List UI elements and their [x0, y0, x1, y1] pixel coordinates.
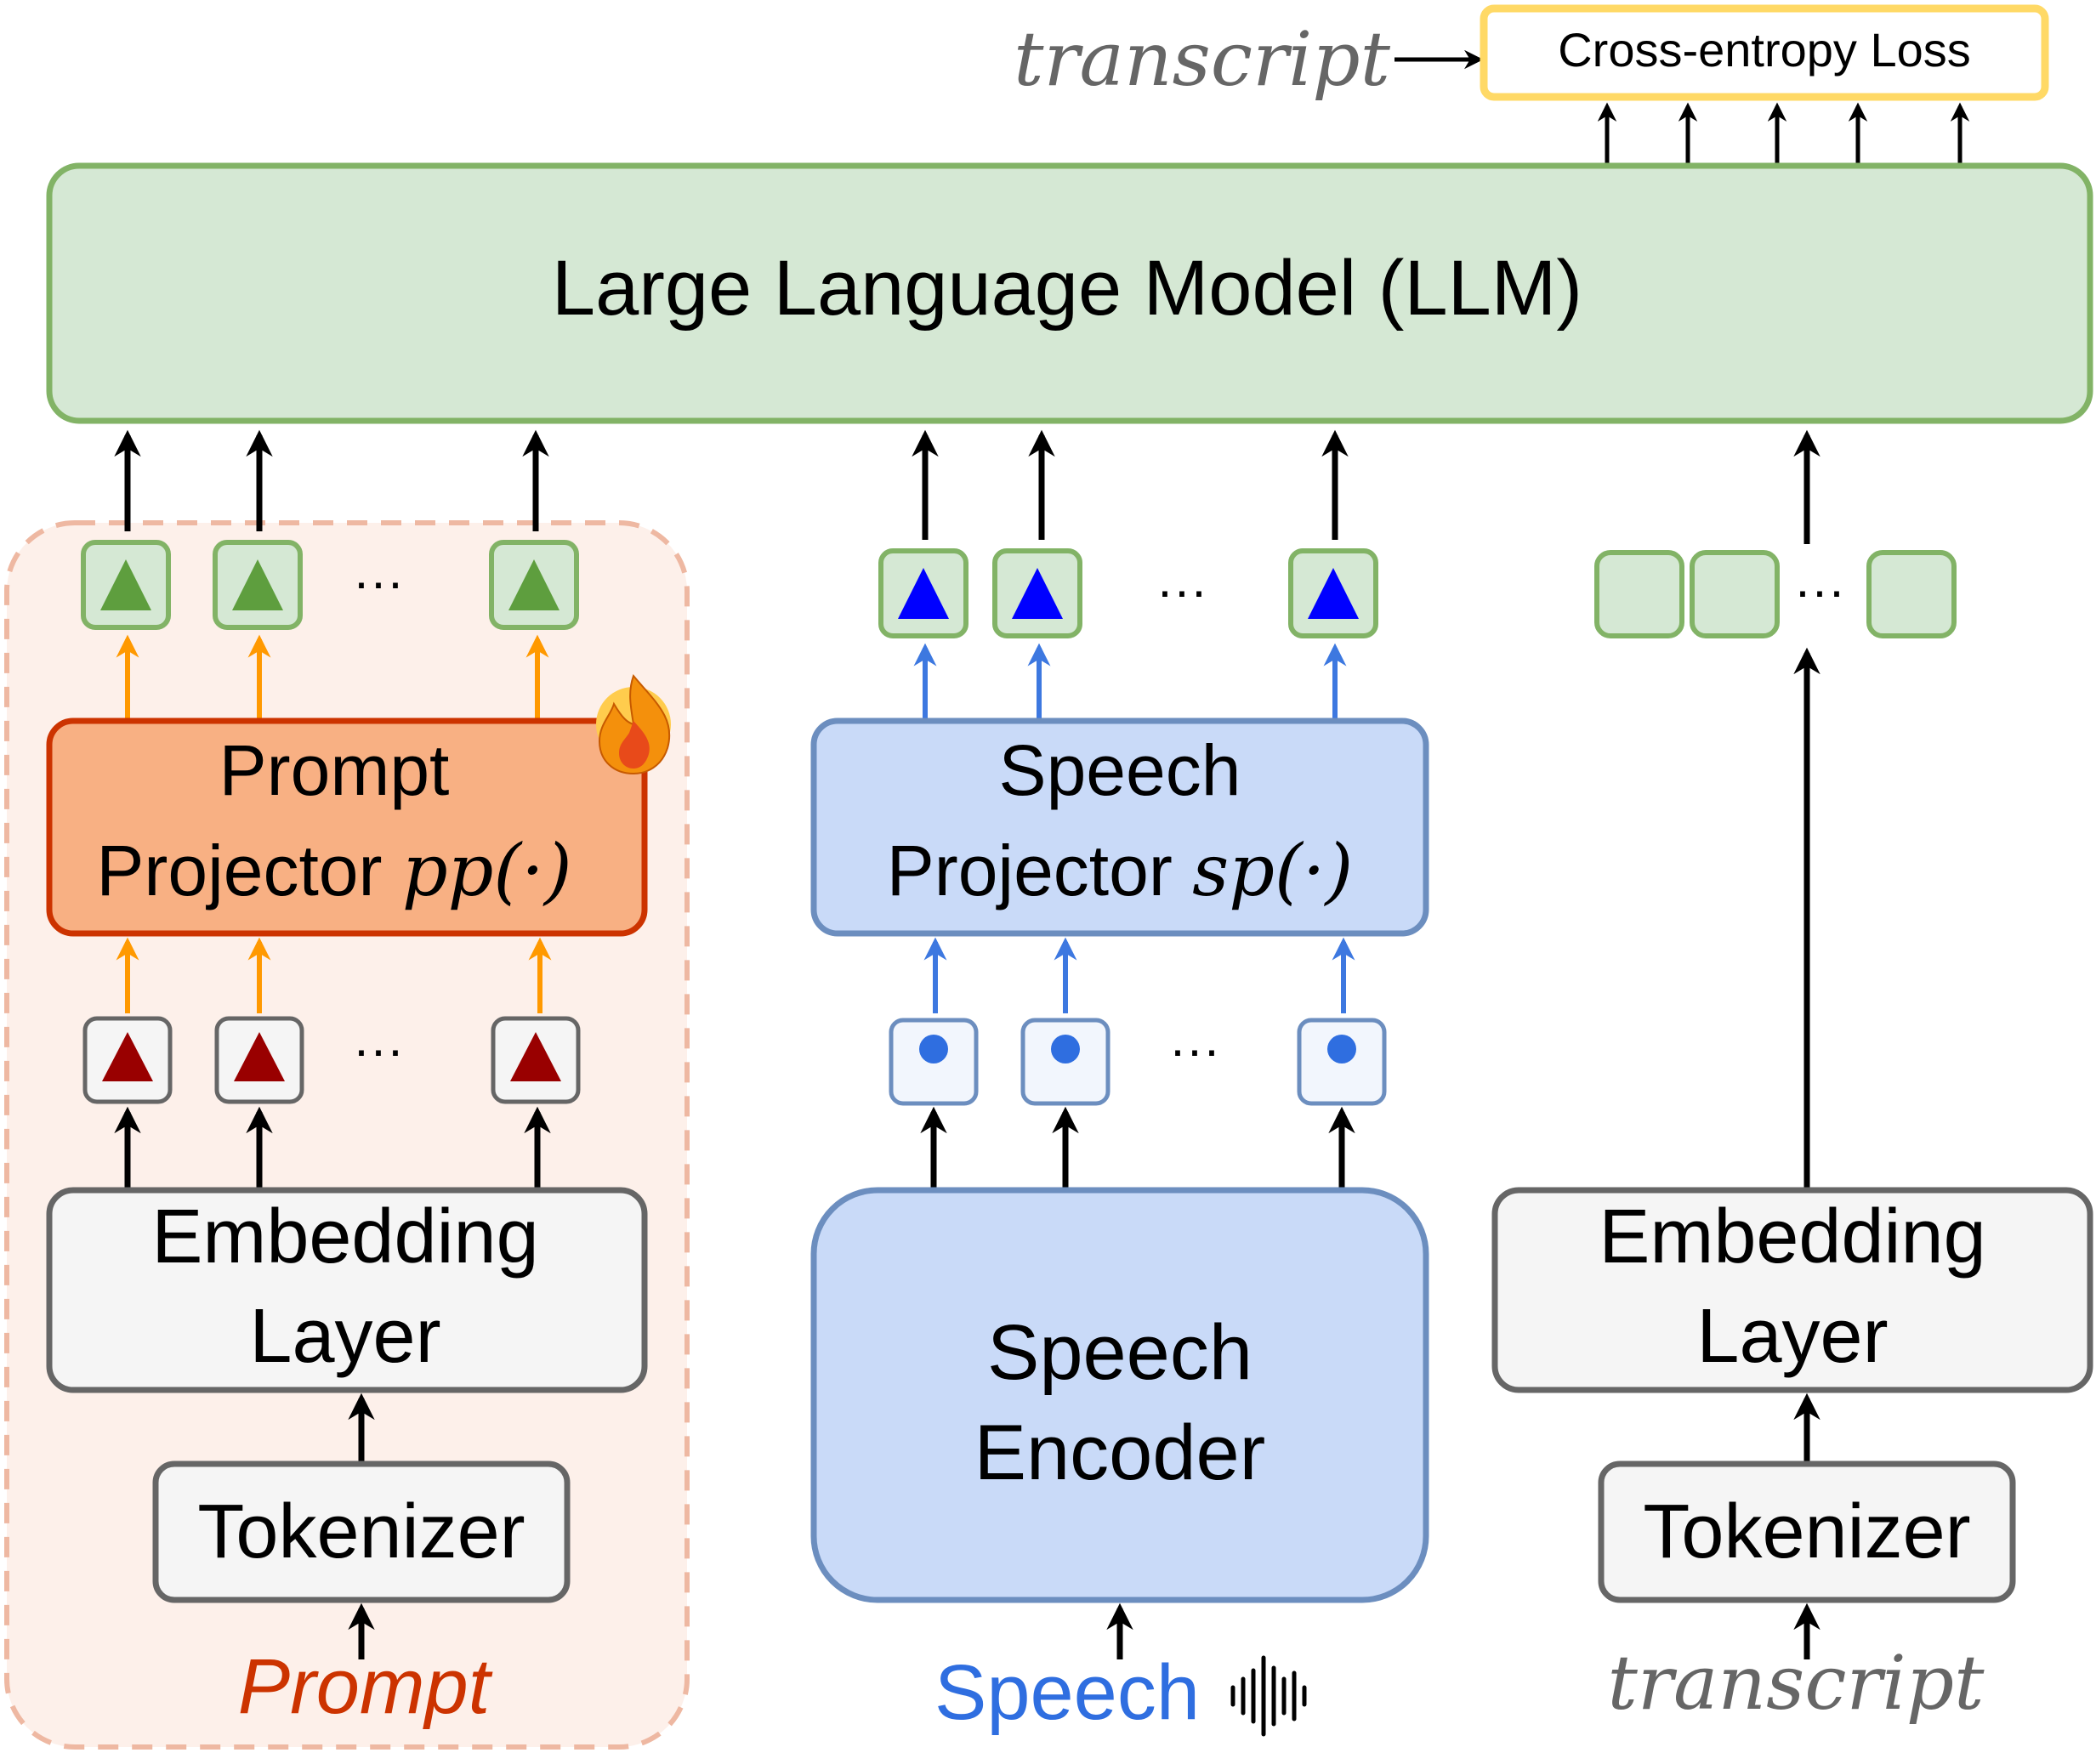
- prompt-projector-box: [46, 718, 648, 937]
- transcript-embedding-line1: Embedding: [1599, 1194, 1985, 1279]
- llm-label: Large Language Model (LLM): [552, 245, 1582, 332]
- prompt-projector-line1: Prompt: [219, 730, 450, 810]
- speech-input-label: Speech: [934, 1649, 1200, 1736]
- speech-encoder-token: [889, 1018, 979, 1106]
- prompt-to-llm-arrows: [114, 429, 549, 531]
- prompt-input-label: Prompt: [238, 1643, 493, 1730]
- prompt-output-token: [81, 540, 171, 630]
- speech-encoder-ellipsis: ···: [1169, 1021, 1220, 1078]
- loss-arrows: [1597, 102, 1970, 166]
- prompt-embedding-line2: Layer: [249, 1294, 440, 1379]
- transcript-embedding-token: [1866, 550, 1957, 638]
- prompt-projector-input-arrows: [116, 937, 552, 1013]
- prompt-output-token: [489, 540, 579, 630]
- speech-output-token: [878, 548, 968, 638]
- prompt-output-ellipsis: ···: [353, 553, 404, 610]
- transcript-tokenizer-box: [1598, 1461, 2016, 1603]
- prompt-projector-line2: Projector pp(·): [96, 829, 571, 912]
- prompt-projector-output-arrows: [116, 634, 549, 721]
- flame-icon: [596, 674, 671, 775]
- sound-wave-icon: [1230, 1655, 1307, 1737]
- prompt-embedding-token: [491, 1016, 581, 1104]
- prompt-embedding-output-arrows: [114, 1106, 551, 1190]
- transcript-embedding-ellipsis: ···: [1794, 562, 1845, 619]
- transcript-embedding-token: [1594, 550, 1684, 638]
- prompt-embedding-layer-box: [46, 1187, 648, 1393]
- speech-to-llm-arrows: [912, 429, 1349, 540]
- speech-output-token: [1288, 548, 1378, 638]
- prompt-embedding-line1: Embedding: [151, 1194, 538, 1279]
- transcript-embedding-token: [1690, 550, 1780, 638]
- prompt-tokenizer-label: Tokenizer: [197, 1489, 525, 1574]
- speech-projector-line1: Speech: [999, 730, 1241, 810]
- speech-projector-output-arrows: [913, 643, 1347, 721]
- prompt-output-token: [213, 540, 303, 630]
- speech-encoder-box: [810, 1187, 1429, 1603]
- speech-projector-input-arrows: [923, 937, 1355, 1013]
- llm-box: [46, 162, 2093, 424]
- speech-projector-box: [810, 718, 1429, 937]
- speech-encoder-output-arrows: [920, 1106, 1355, 1190]
- speech-encoder-token: [1297, 1018, 1387, 1106]
- transcript-input-label: transcript: [1608, 1639, 1985, 1727]
- loss-target-label: transcript: [1014, 15, 1391, 103]
- speech-encoder-line1: Speech: [987, 1309, 1252, 1396]
- speech-output-token: [992, 548, 1082, 638]
- prompt-tokenizer-box: [152, 1461, 571, 1603]
- speech-encoder-token: [1020, 1018, 1110, 1106]
- transcript-embedding-line2: Layer: [1696, 1294, 1888, 1379]
- speech-output-ellipsis: ···: [1156, 562, 1207, 619]
- cross-entropy-loss-box: [1480, 4, 2049, 101]
- prompt-embedding-token: [214, 1016, 304, 1104]
- speech-encoder-line2: Encoder: [974, 1409, 1266, 1496]
- cross-entropy-loss-label: Cross-entropy Loss: [1558, 23, 1971, 77]
- prompt-embedding-token: [82, 1016, 173, 1104]
- speech-projector-line2: Projector sp(·): [887, 829, 1354, 912]
- prompt-embedding-ellipsis: ···: [353, 1021, 404, 1078]
- transcript-embedding-layer-box: [1491, 1187, 2093, 1393]
- transcript-tokenizer-label: Tokenizer: [1643, 1489, 1970, 1574]
